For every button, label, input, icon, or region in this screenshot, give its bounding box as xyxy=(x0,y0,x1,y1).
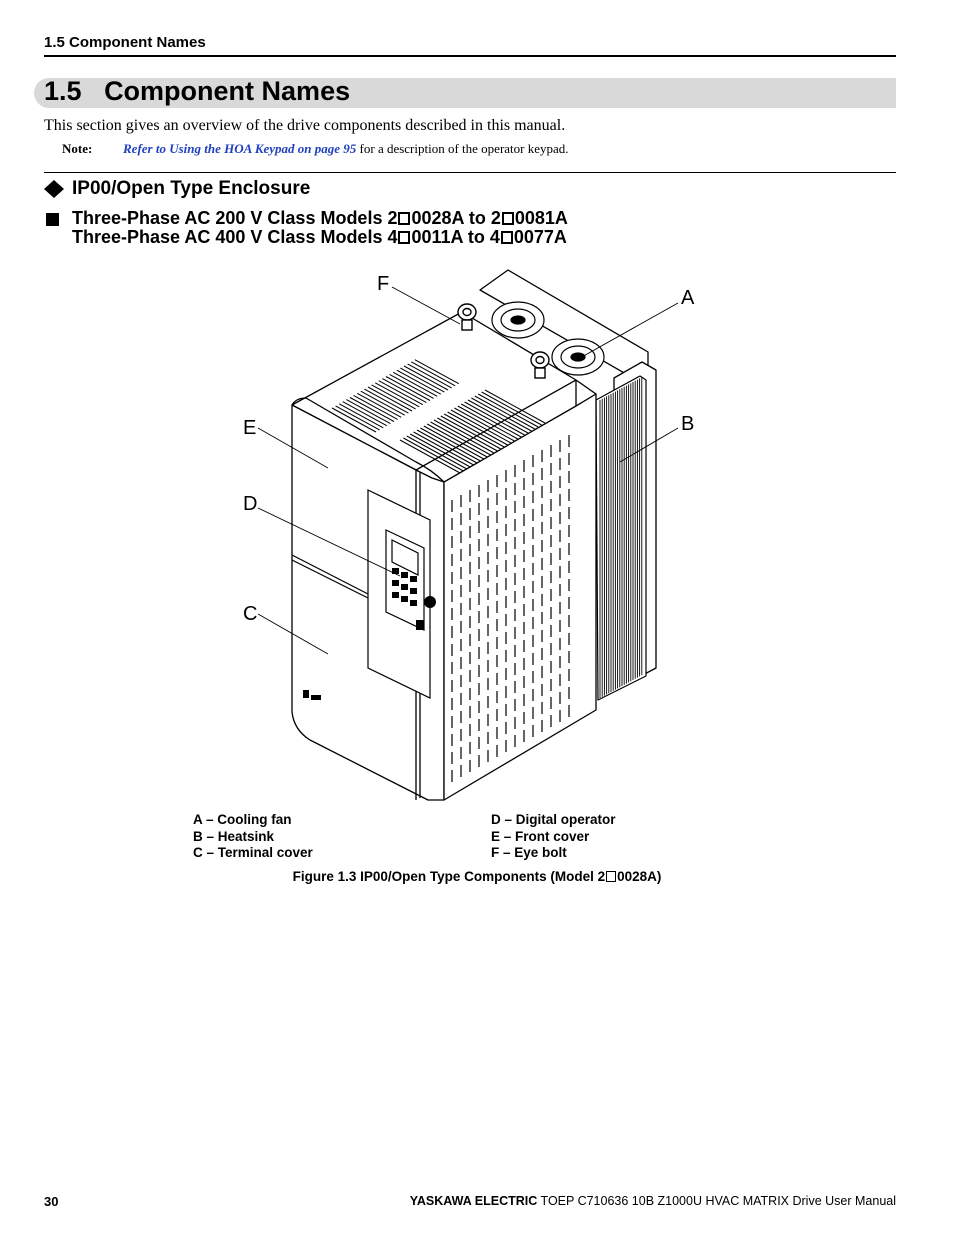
cover-split-line xyxy=(291,554,369,595)
intro-paragraph: This section gives an overview of the dr… xyxy=(44,117,566,134)
legend-item: A – Cooling fan xyxy=(193,812,292,827)
callout-a: A xyxy=(681,287,695,309)
footer-doc: TOEP C710636 10B Z1000U HVAC MATRIX Driv… xyxy=(537,1194,896,1208)
square-bullet-icon xyxy=(46,213,59,226)
heatsink-lines xyxy=(599,377,643,698)
legend-item: C – Terminal cover xyxy=(193,845,313,860)
callout-f: F xyxy=(377,273,390,295)
footer-brand: YASKAWA ELECTRIC xyxy=(409,1194,538,1208)
legend-item: E – Front cover xyxy=(491,828,590,844)
note-rest: for a description of the operator keypad… xyxy=(356,141,569,156)
legend-right: D – Digital operator E – Front cover F –… xyxy=(491,812,616,862)
legend-left: A – Cooling fan B – Heatsink C – Termina… xyxy=(193,812,313,862)
side-face xyxy=(443,393,597,801)
box-placeholder-icon xyxy=(606,871,617,882)
callout-b: B xyxy=(681,413,695,435)
section-title: 1.5 Component Names xyxy=(44,76,350,107)
subsection-title: IP00/Open Type Enclosure xyxy=(72,178,311,199)
box-placeholder-icon xyxy=(501,212,514,225)
heatsink-fins xyxy=(595,375,647,701)
running-header: 1.5 Component Names xyxy=(44,34,206,51)
legend-item: B – Heatsink xyxy=(193,828,275,844)
section-title-text: Component Names xyxy=(104,76,351,106)
note-text: Refer to Using the HOA Keypad on page 95… xyxy=(123,141,569,157)
box-placeholder-icon xyxy=(398,212,411,225)
callout-c: C xyxy=(243,603,258,625)
diamond-bullet-icon xyxy=(44,180,64,198)
top-vents xyxy=(331,359,546,474)
eye-bolts xyxy=(457,303,550,379)
callout-e: E xyxy=(243,417,257,439)
header-rule xyxy=(44,55,896,57)
note-label: Note: xyxy=(62,141,93,156)
callout-d: D xyxy=(243,493,258,515)
page-number: 30 xyxy=(44,1194,59,1209)
side-vents xyxy=(451,435,570,782)
box-placeholder-icon xyxy=(500,231,513,244)
section-number: 1.5 xyxy=(44,76,82,106)
operator-keys xyxy=(303,568,436,700)
footer-doc-title: YASKAWA ELECTRIC TOEP C710636 10B Z1000U… xyxy=(410,1194,896,1208)
legend-item: F – Eye bolt xyxy=(491,845,567,860)
box-placeholder-icon xyxy=(398,231,411,244)
leader-lines xyxy=(257,286,679,655)
cooling-fans xyxy=(491,301,605,376)
note-rule xyxy=(44,172,896,173)
hoa-keypad-link[interactable]: Refer to Using the HOA Keypad on page 95 xyxy=(123,141,357,156)
figure-caption: Figure 1.3 IP00/Open Type Components (Mo… xyxy=(292,869,662,884)
section-title-bar xyxy=(34,78,896,108)
legend-item: D – Digital operator xyxy=(491,812,616,827)
